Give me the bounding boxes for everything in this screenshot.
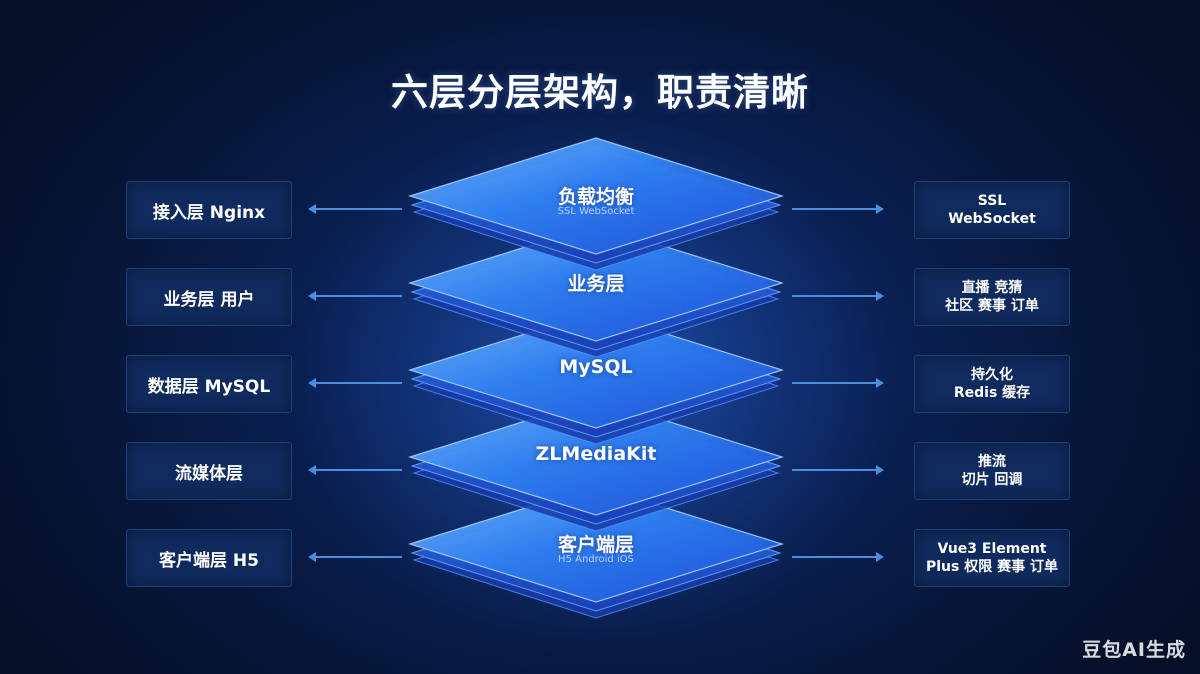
- layer-1-right-line: WebSocket: [948, 211, 1036, 227]
- layer-5-right-line: Plus 权限 赛事 订单: [926, 559, 1058, 575]
- layer-4-right-arrow: [792, 465, 884, 475]
- layer-5: [407, 485, 785, 619]
- layer-2-left-label: 业务层 用户: [126, 268, 292, 326]
- layer-5-right-line: Vue3 Element: [937, 541, 1047, 557]
- layer-5-subtitle: H5 Android iOS: [558, 554, 634, 565]
- layer-4: [407, 398, 785, 532]
- layer-1-right-arrow: [792, 204, 884, 214]
- layer-2-right-label: 直播 竞猜社区 赛事 订单: [914, 268, 1070, 326]
- layer-2-right-line: 社区 赛事 订单: [945, 298, 1039, 314]
- layer-1-right-line: SSL: [977, 193, 1007, 209]
- page-title: 六层分层架构，职责清晰: [391, 71, 809, 114]
- layer-4-left-label: 流媒体层: [126, 442, 292, 500]
- layer-1-left-label: 接入层 Nginx: [126, 181, 292, 239]
- layer-3-right-line: 持久化: [971, 367, 1013, 383]
- layer-3-right-arrow: [792, 378, 884, 388]
- layer-1-top-face: [407, 137, 785, 255]
- layer-4-title: ZLMediaKit: [535, 443, 657, 465]
- layer-1-left-arrow: [308, 204, 402, 214]
- layer-4-right-label: 推流切片 回调: [914, 442, 1070, 500]
- layer-1: [407, 137, 785, 271]
- layer-5-left-arrow: [308, 552, 402, 562]
- layer-2-right-arrow: [792, 291, 884, 301]
- layer-3-title: MySQL: [559, 356, 633, 378]
- layer-3-right-line: Redis 缓存: [953, 385, 1031, 401]
- layer-1-subtitle: SSL WebSocket: [557, 206, 635, 217]
- layer-4-left-arrow: [308, 465, 402, 475]
- layer-1-title: 负载均衡: [557, 186, 634, 208]
- layer-4-right-line: 切片 回调: [961, 472, 1023, 488]
- layer-5-right-arrow: [792, 552, 884, 562]
- layer-3: [407, 311, 785, 445]
- layer-3-right-label: 持久化 Redis 缓存: [914, 355, 1070, 413]
- layer-5-title: 客户端层: [557, 534, 634, 556]
- layer-2-left-arrow: [308, 291, 402, 301]
- layer-2: [407, 224, 785, 358]
- watermark: 豆包AI生成: [1082, 639, 1186, 661]
- layer-1-right-label: SSL WebSocket: [914, 181, 1070, 239]
- layer-3-left-arrow: [308, 378, 402, 388]
- layer-4-right-line: 推流: [978, 454, 1006, 470]
- layer-5-left-label: 客户端层 H5: [126, 529, 292, 587]
- layer-3-left-label: 数据层 MySQL: [126, 355, 292, 413]
- layer-2-right-line: 直播 竞猜: [961, 280, 1023, 296]
- layer-2-title: 业务层: [567, 273, 625, 295]
